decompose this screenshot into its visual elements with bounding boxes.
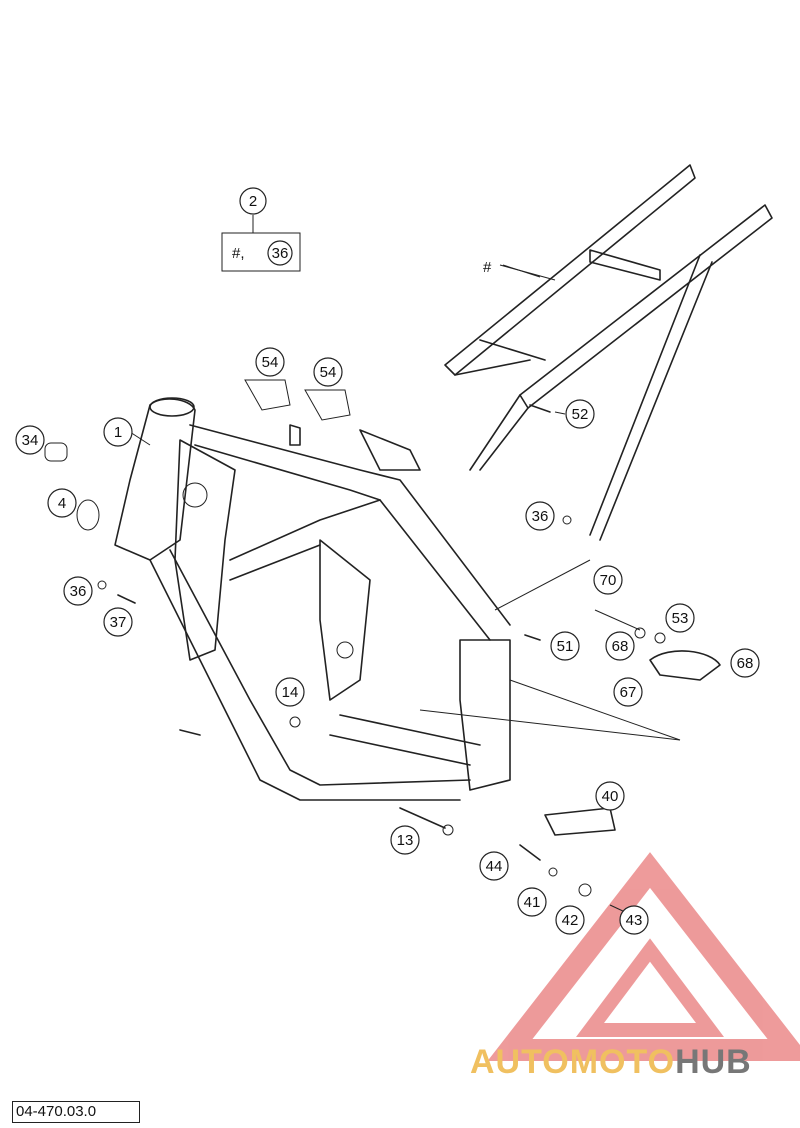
part-label-14: 14	[275, 677, 305, 707]
part-label-13: 13	[390, 825, 420, 855]
part-label-number: 42	[562, 912, 579, 929]
part-label-number: 1	[114, 424, 122, 441]
part-label-circle	[313, 357, 343, 387]
part-label-circle	[63, 576, 93, 606]
part-label-1: 1	[103, 417, 133, 447]
rear-subframe	[444, 164, 773, 541]
part-label-circle	[390, 825, 420, 855]
part-label-number: 44	[486, 858, 503, 875]
part-label-68: 68	[730, 648, 760, 678]
part-label-36: 36	[525, 501, 555, 531]
diagram-code: 04-470.03.0	[12, 1101, 140, 1123]
part-label-number: 13	[397, 832, 414, 849]
part-labels: 1434363754541413523651705368686740444142…	[15, 347, 760, 935]
part-label-number: 54	[262, 354, 279, 371]
part-label-40: 40	[595, 781, 625, 811]
part-label-number: 14	[282, 684, 299, 701]
footrest-parts	[519, 609, 721, 897]
assembly-ref-label: 36	[272, 245, 289, 262]
part-label-number: 40	[602, 788, 619, 805]
part-label-41: 41	[517, 887, 547, 917]
part-label-circle	[550, 631, 580, 661]
part-label-circle	[525, 501, 555, 531]
part-label-number: 70	[600, 572, 617, 589]
part-label-51: 51	[550, 631, 580, 661]
part-label-circle	[730, 648, 760, 678]
watermark-text: AUTOMOTOHUB	[470, 1043, 752, 1082]
loose-parts	[44, 379, 351, 531]
part-label-number: 4	[58, 495, 66, 512]
part-label-circle	[103, 417, 133, 447]
part-label-circle	[15, 425, 45, 455]
part-label-67: 67	[613, 677, 643, 707]
part-label-circle	[613, 677, 643, 707]
part-label-number: 37	[110, 614, 127, 631]
part-label-circle	[605, 631, 635, 661]
part-label-68: 68	[605, 631, 635, 661]
part-label-circle	[619, 905, 649, 935]
part-label-circle	[593, 565, 623, 595]
part-label-number: 36	[532, 508, 549, 525]
watermark-logo	[487, 852, 800, 1061]
part-label-34: 34	[15, 425, 45, 455]
part-label-number: 67	[620, 684, 637, 701]
part-label-circle	[517, 887, 547, 917]
part-label-circle	[255, 347, 285, 377]
part-label-53: 53	[665, 603, 695, 633]
part-label-circle	[275, 677, 305, 707]
part-label-number: 41	[524, 894, 541, 911]
part-label-number: 53	[672, 610, 689, 627]
part-label-number: 36	[70, 583, 87, 600]
assembly-ref-circle	[267, 240, 293, 266]
part-label-number: 51	[557, 638, 574, 655]
assembly-box: 2 #, 36	[221, 187, 301, 272]
part-label-circle	[595, 781, 625, 811]
part-label-4: 4	[47, 488, 77, 518]
assembly-content-hash: #,	[232, 245, 245, 262]
part-label-44: 44	[479, 851, 509, 881]
part-label-52: 52	[565, 399, 595, 429]
part-label-number: 43	[626, 912, 643, 929]
part-label-54: 54	[255, 347, 285, 377]
part-label-36: 36	[63, 576, 93, 606]
part-label-number: 68	[612, 638, 629, 655]
part-label-37: 37	[103, 607, 133, 637]
part-label-circle	[665, 603, 695, 633]
watermark-text-part1: AUTOMOTO	[470, 1043, 676, 1081]
part-label-54: 54	[313, 357, 343, 387]
part-label-circle	[565, 399, 595, 429]
part-label-circle	[479, 851, 509, 881]
part-label-circle	[103, 607, 133, 637]
part-label-circle	[555, 905, 585, 935]
part-label-43: 43	[619, 905, 649, 935]
subframe-hash-marker: #	[483, 259, 492, 276]
assembly-content-box	[221, 232, 301, 272]
part-label-number: 34	[22, 432, 39, 449]
part-label-number: 68	[737, 655, 754, 672]
watermark-text-part2: HUB	[675, 1043, 752, 1081]
bolts	[97, 404, 572, 836]
part-label-number: 54	[320, 364, 337, 381]
leader-lines	[129, 215, 681, 913]
assembly-label-circle	[239, 187, 267, 215]
main-frame	[114, 397, 511, 801]
part-label-number: 52	[572, 406, 589, 423]
part-label-circle	[47, 488, 77, 518]
part-label-42: 42	[555, 905, 585, 935]
assembly-label: 2	[249, 193, 257, 210]
part-label-70: 70	[593, 565, 623, 595]
